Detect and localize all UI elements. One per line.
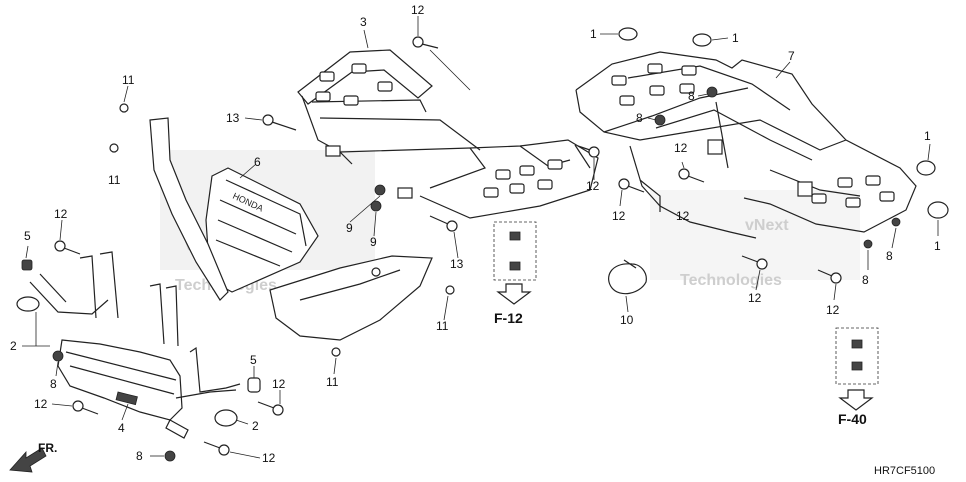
bolt-icon	[203, 441, 230, 456]
callout-1: 1	[590, 27, 597, 41]
bolt-icon	[577, 145, 600, 158]
hardware	[52, 27, 949, 462]
bolt-icon	[72, 400, 99, 415]
rear-carrier-rack	[575, 51, 917, 239]
callout-8: 8	[862, 273, 869, 287]
reference-f40: F-40	[835, 327, 879, 427]
callout-10: 10	[620, 313, 634, 327]
bolt-icon	[262, 114, 297, 131]
callout-8: 8	[688, 89, 695, 103]
callout-12: 12	[612, 209, 626, 223]
callout-7: 7	[788, 49, 795, 63]
watermark: vNext Technologies vNext Technologies	[160, 150, 860, 294]
callout-6: 6	[254, 155, 261, 169]
front-direction-arrow: FR.	[9, 441, 57, 473]
callout-2: 2	[252, 419, 259, 433]
callout-8: 8	[886, 249, 893, 263]
bolt-icon	[257, 401, 284, 416]
front-carrier-rack	[297, 49, 599, 219]
callout-1: 1	[732, 31, 739, 45]
callout-13: 13	[450, 257, 464, 271]
bolt-icon	[618, 178, 645, 193]
callout-8: 8	[136, 449, 143, 463]
bolt-icon	[54, 240, 81, 255]
callout-13: 13	[226, 111, 240, 125]
front-grille-housing: HONDA	[205, 167, 319, 293]
front-bumper-guard	[16, 251, 261, 439]
callout-9: 9	[370, 235, 377, 249]
callout-12: 12	[34, 397, 48, 411]
watermark-text-4: Technologies	[680, 272, 782, 289]
bolt-icon	[678, 168, 705, 183]
bolt-icon	[741, 255, 768, 270]
direction-label: FR.	[38, 441, 57, 455]
callout-3: 3	[360, 15, 367, 29]
callout-11: 11	[326, 375, 339, 389]
callout-1: 1	[934, 239, 941, 253]
callout-12: 12	[411, 3, 425, 17]
callout-4: 4	[118, 421, 125, 435]
front-fender-cover	[149, 117, 433, 341]
bolt-icon	[817, 269, 842, 284]
leader-lines	[22, 16, 939, 459]
watermark-text-3: vNext	[745, 217, 789, 234]
callout-1: 1	[924, 129, 931, 143]
callout-5: 5	[250, 353, 257, 367]
callout-5: 5	[24, 229, 31, 243]
callout-12: 12	[262, 451, 276, 465]
callout-12: 12	[748, 291, 762, 305]
band-clamp	[608, 259, 647, 295]
bolt-icon	[429, 215, 458, 232]
callout-12: 12	[54, 207, 68, 221]
callout-12: 12	[676, 209, 690, 223]
callout-12: 12	[272, 377, 286, 391]
callout-11: 11	[122, 73, 135, 87]
callout-12: 12	[674, 141, 688, 155]
reference-f12: F-12	[493, 221, 537, 326]
callout-12: 12	[586, 179, 600, 193]
reference-f40-label: F-40	[838, 411, 867, 427]
callout-8: 8	[636, 111, 643, 125]
callout-11: 11	[108, 173, 121, 187]
callout-9: 9	[346, 221, 353, 235]
bolt-icon	[412, 36, 439, 49]
diagram-code: HR7CF5100	[874, 465, 935, 477]
callout-8: 8	[50, 377, 57, 391]
callout-2: 2	[10, 339, 17, 353]
callout-12: 12	[826, 303, 840, 317]
callout-labels: 3 12 11 11 13 6 9 9 13 12 5 12 2 8 12 4 …	[10, 3, 941, 465]
reference-f12-label: F-12	[494, 310, 523, 326]
callout-11: 11	[436, 319, 449, 333]
